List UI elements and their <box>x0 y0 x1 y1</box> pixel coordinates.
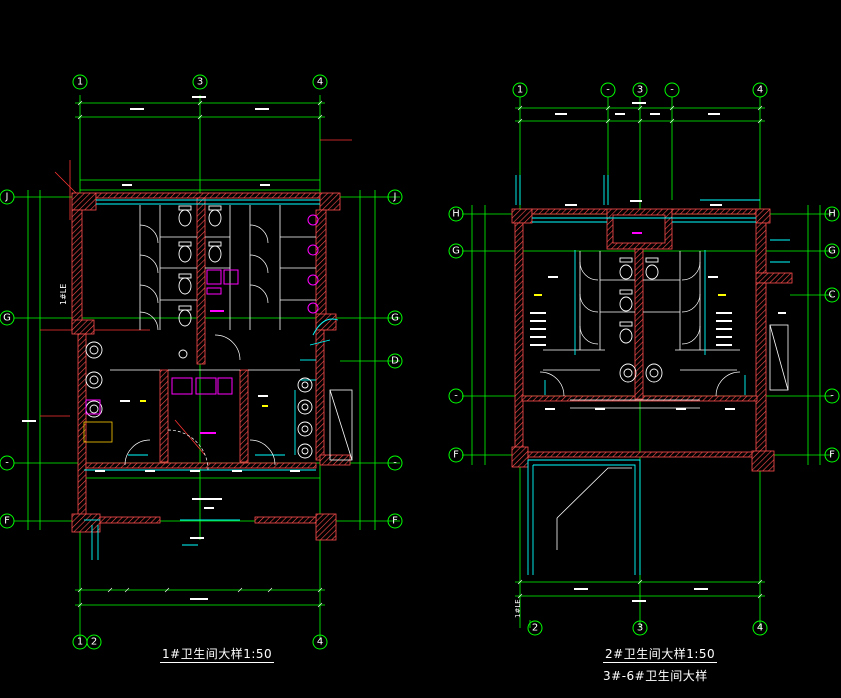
plan1-axis-label: G <box>3 313 11 324</box>
plan1-axis-bottom-4 <box>312 634 328 650</box>
plan2-axis-label: F <box>453 450 459 461</box>
plan2-column-frame <box>612 214 666 244</box>
plan1-axis-label: 3 <box>197 77 203 88</box>
plan2-axis-label: F <box>829 450 835 461</box>
plan2-title: 2#卫生间大样1:50 <box>603 647 718 663</box>
plan1-axis-label: - <box>5 458 9 469</box>
plan1-axis-bottom-2 <box>86 634 102 650</box>
plan2-axis-label: H <box>828 209 836 220</box>
plan2-drawing: 1#LE <box>462 97 832 628</box>
plan2-toilets <box>619 257 663 383</box>
plan1-side-label: 1#LE <box>59 284 68 305</box>
plan1-toilets <box>85 205 313 459</box>
plan2-axis-label: H <box>452 209 460 220</box>
plan1-drawing: 1#LE <box>14 95 400 640</box>
plan2-axis-label: - <box>454 391 458 402</box>
plan1-axis-label: 2 <box>91 637 97 648</box>
plan1-axis-top-3 <box>192 74 208 90</box>
plan2-partitions <box>543 251 789 550</box>
plan1-axis-label: 1 <box>77 637 83 648</box>
plan2-walls <box>511 208 793 472</box>
plan1-axis-label: 1 <box>77 77 83 88</box>
plan1-dimension-lines <box>14 95 400 640</box>
plan1-axis-label: G <box>391 313 399 324</box>
plan1-axis-label: J <box>393 192 397 203</box>
plan2-axis-label: 4 <box>757 85 763 96</box>
plan2-door-swings <box>539 261 741 397</box>
plan1-title: 1#卫生间大样1:50 <box>160 647 275 663</box>
plan2-axis-label: G <box>828 246 836 257</box>
plan1-axis-label: J <box>5 192 9 203</box>
plan2-subtitle: 3#-6#卫生间大样 <box>603 669 708 683</box>
plan2-axis-label: 4 <box>757 623 763 634</box>
plan1-magenta-fixtures <box>85 214 319 415</box>
plan2-axis-label: - <box>670 85 674 96</box>
plan1-axis-label: - <box>393 458 397 469</box>
plan1-axis-label: F <box>392 516 398 527</box>
plan1-annotation-marks <box>22 96 300 600</box>
plan1-axis-bubbles <box>0 74 403 650</box>
plan1-red-guides <box>40 139 352 456</box>
plan1-axis-top-4 <box>312 74 328 90</box>
plan1-walls <box>71 192 351 541</box>
plan2-cyan-lines <box>515 175 790 575</box>
plan2-axis-label: 3 <box>637 623 643 634</box>
plan1-axis-label: F <box>4 516 10 527</box>
plan1-axis-label: 4 <box>317 637 323 648</box>
plan1-axis-label: D <box>391 356 399 367</box>
plan1-axis-label: 4 <box>317 77 323 88</box>
plan2-axis-label: 2 <box>532 623 538 634</box>
plan2-axis-label: 3 <box>637 85 643 96</box>
plan1-partitions <box>83 205 353 461</box>
plan2-annotation-marks <box>530 102 786 602</box>
plan2-axis-bubbles <box>448 82 840 636</box>
plan2-side-label: 1#LE <box>514 599 522 618</box>
plan1-dim-ticks <box>77 100 323 608</box>
plan1-door-swings <box>124 224 276 471</box>
plan1-axis-top-1 <box>72 74 88 90</box>
plan2-axis-label: G <box>452 246 460 257</box>
plan2-axis-label: C <box>829 290 836 301</box>
plan2-dim-ticks <box>517 105 763 599</box>
plan2-axis-label: - <box>606 85 610 96</box>
plan2-axis-label: 1 <box>517 85 523 96</box>
plan2-axis-label: - <box>830 391 834 402</box>
